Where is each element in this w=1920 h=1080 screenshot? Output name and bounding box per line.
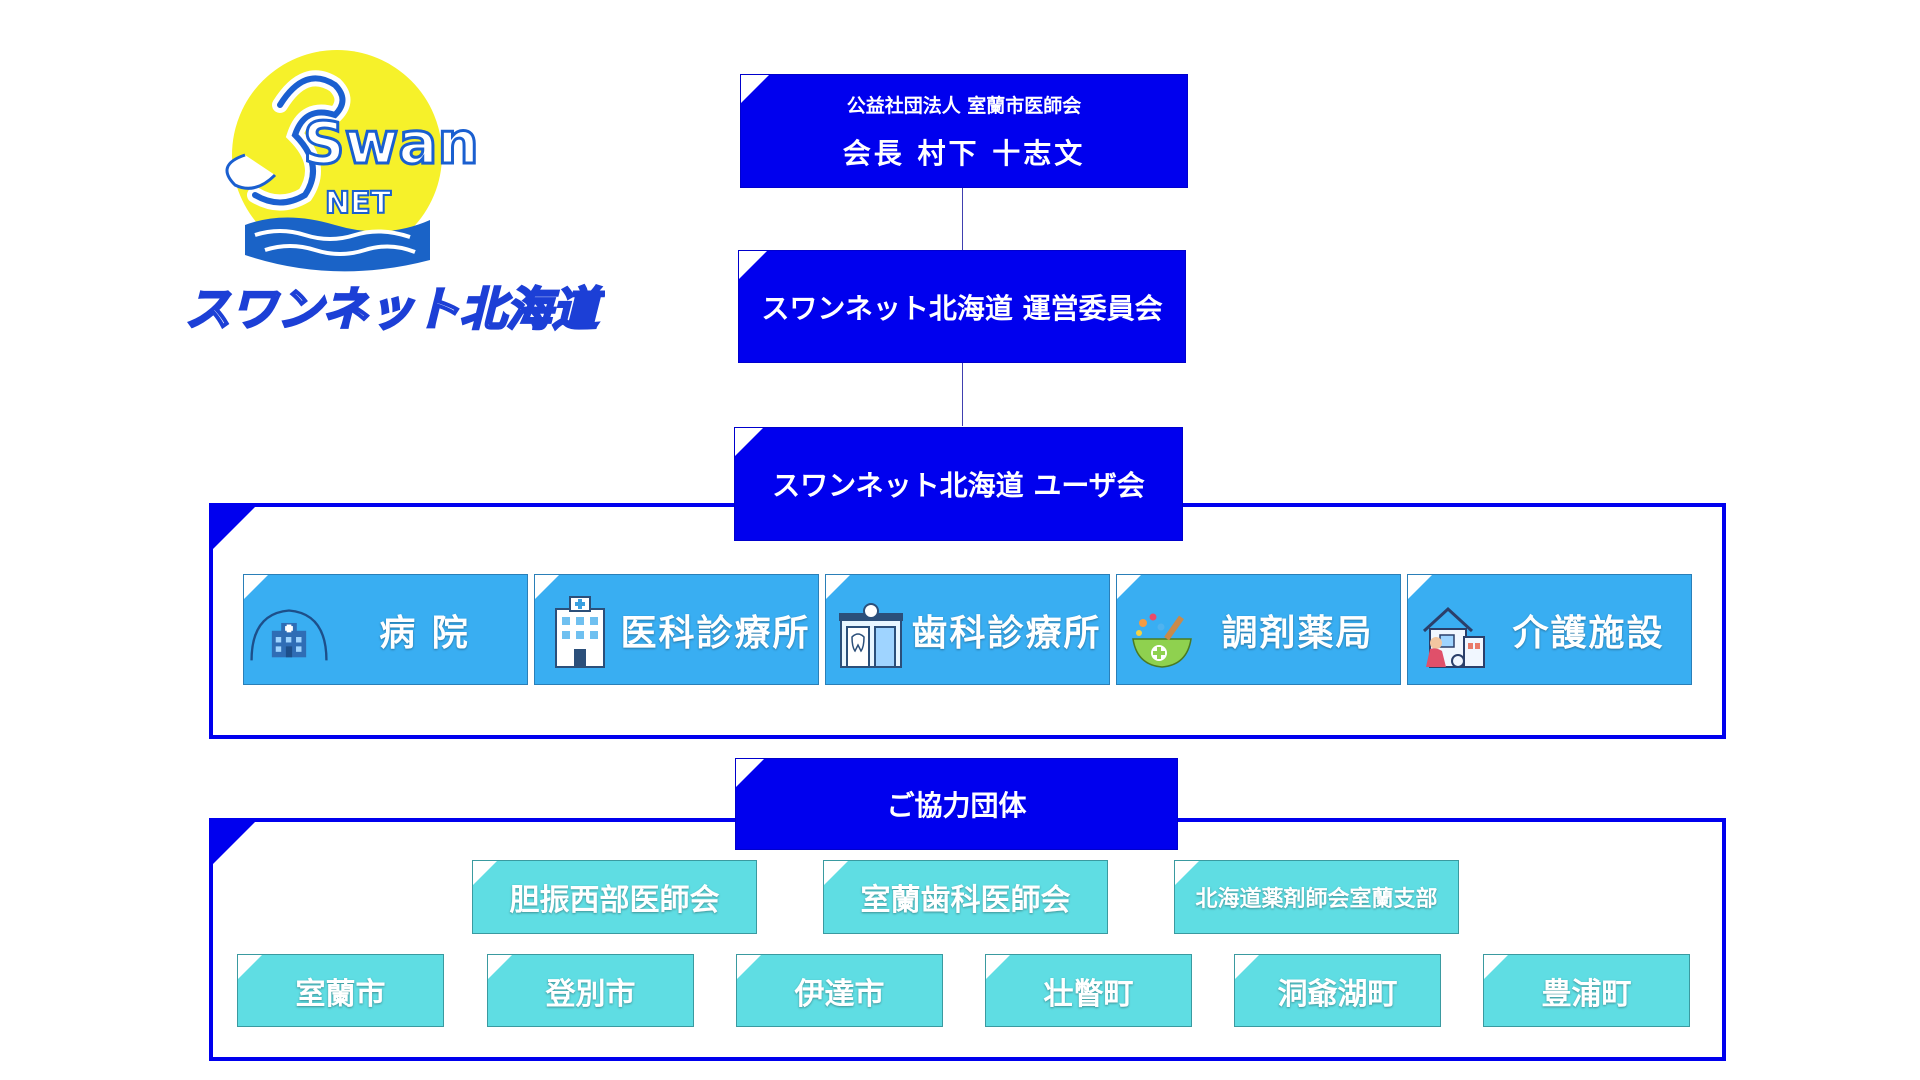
cooperation-frame [209,818,1726,1061]
member-medical-clinic: 医科診療所 [534,574,819,685]
association-label: 北海道薬剤師会室蘭支部 [1195,887,1438,912]
member-label: 歯科診療所 [911,612,1102,654]
municipality-box: 室蘭市 [237,954,444,1027]
municipality-box: 豊浦町 [1483,954,1690,1027]
dental-clinic-icon [832,591,910,669]
cooperation-label: ご協力団体 [886,789,1027,822]
municipality-label: 伊達市 [794,976,885,1012]
swan-net-logo: Swan NET スワンネット北海道 [184,45,606,345]
member-dental-clinic: 歯科診療所 [825,574,1110,685]
user-group-label: スワンネット北海道 ユーザ会 [772,469,1145,502]
pharmacy-icon [1123,591,1201,669]
association-box: 北海道薬剤師会室蘭支部 [1174,860,1459,934]
municipality-label: 洞爺湖町 [1277,976,1398,1012]
org-name: 公益社団法人 室蘭市医師会 [846,94,1082,117]
president-name: 会長 村下 十志文 [842,136,1086,170]
municipality-label: 室蘭市 [295,976,386,1012]
association-box: 室蘭歯科医師会 [823,860,1108,934]
logo-swan-text: Swan [303,109,479,177]
connector-line [962,362,963,426]
logo-caption: スワンネット北海道 [185,282,605,336]
care-facility-icon [1414,591,1492,669]
municipality-box: 伊達市 [736,954,943,1027]
medical-association-node: 公益社団法人 室蘭市医師会 会長 村下 十志文 [741,75,1187,187]
member-label: 医科診療所 [620,612,811,654]
user-group-node: スワンネット北海道 ユーザ会 [735,428,1182,540]
municipality-box: 壮瞥町 [985,954,1192,1027]
member-label: 介護施設 [1512,612,1665,654]
clinic-icon [541,591,619,669]
steering-committee-node: スワンネット北海道 運営委員会 [739,251,1185,362]
committee-label: スワンネット北海道 運営委員会 [761,291,1163,325]
association-label: 室蘭歯科医師会 [860,883,1071,918]
member-care-facility: 介護施設 [1407,574,1692,685]
member-hospital: 病 院 [243,574,528,685]
member-pharmacy: 調剤薬局 [1116,574,1401,685]
connector-line [962,188,963,250]
hospital-icon [250,591,328,669]
logo-net-text: NET [325,186,392,221]
municipality-box: 洞爺湖町 [1234,954,1441,1027]
member-label: 病 院 [379,612,470,654]
municipality-box: 登別市 [487,954,694,1027]
association-box: 胆振西部医師会 [472,860,757,934]
cooperation-node: ご協力団体 [736,759,1177,849]
municipality-label: 豊浦町 [1541,976,1632,1012]
municipality-label: 登別市 [545,976,636,1012]
association-label: 胆振西部医師会 [509,883,720,918]
member-label: 調剤薬局 [1221,612,1374,654]
municipality-label: 壮瞥町 [1043,976,1134,1012]
